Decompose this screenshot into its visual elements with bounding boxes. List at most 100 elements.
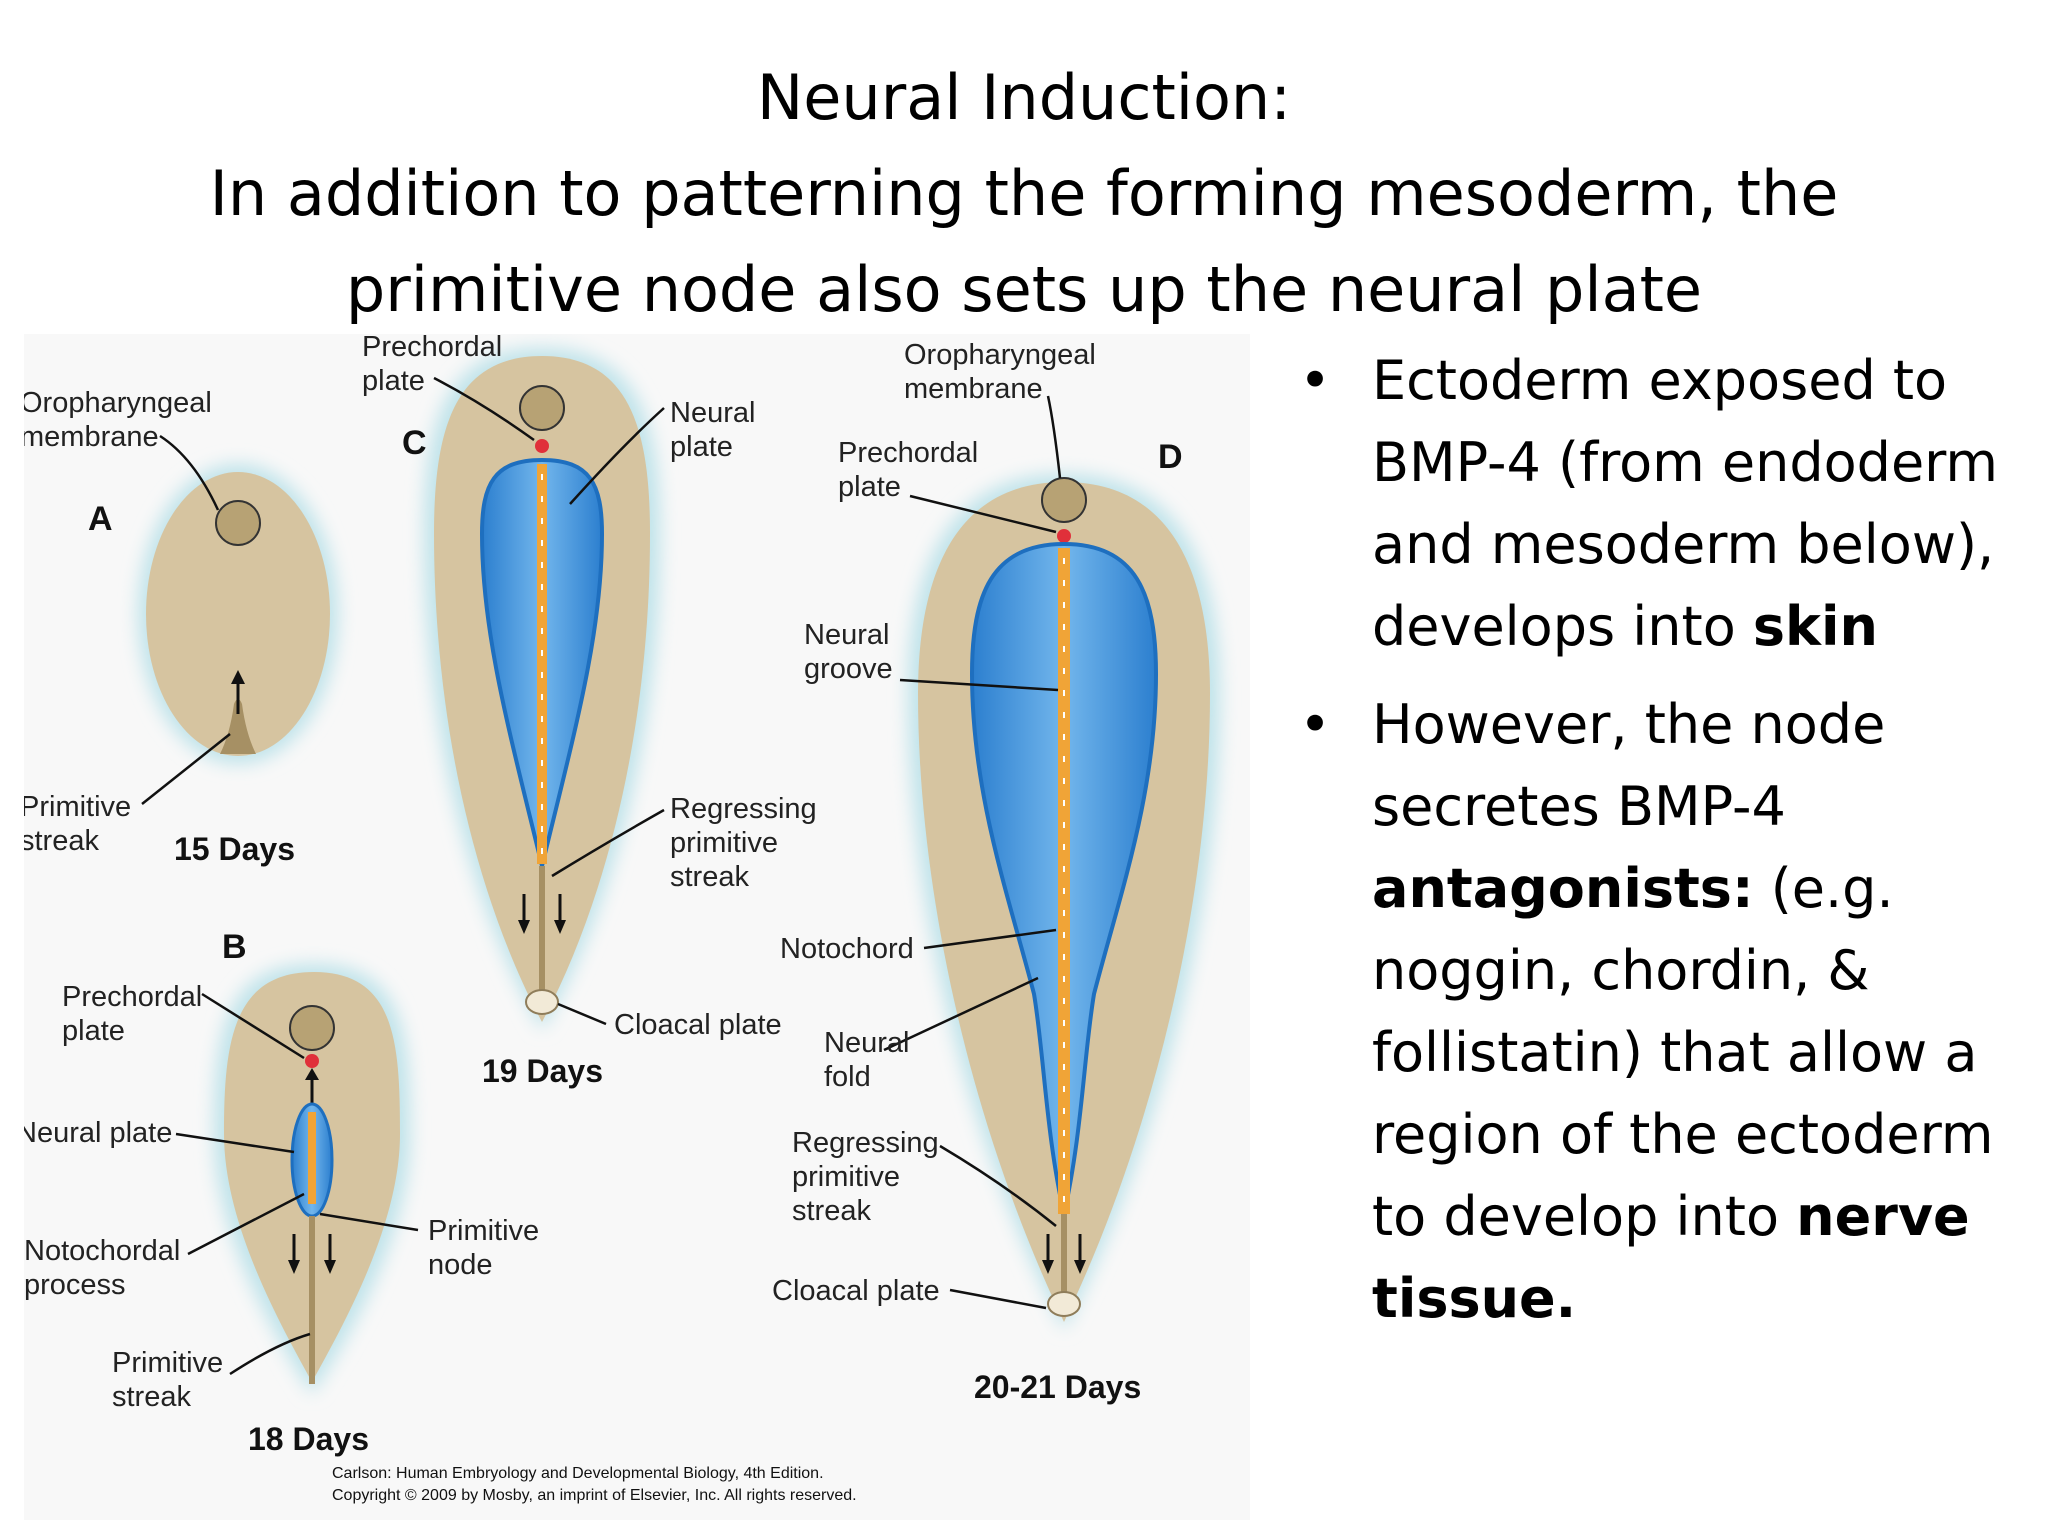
b-node-label-2: node: [428, 1249, 493, 1281]
oropharyngeal-membrane-c: [519, 385, 565, 431]
notochord-c: [537, 464, 547, 864]
age-label-b: 18 Days: [248, 1421, 369, 1457]
oropharyngeal-membrane-a: [215, 500, 261, 546]
a-oropharyngeal-label-1: Oropharyngeal: [24, 387, 212, 419]
d-groove-label-1: Neural: [804, 619, 889, 651]
a-streak-label-2: streak: [24, 825, 99, 857]
panel-label-c: C: [402, 424, 427, 462]
bullet-text: However, the node secretes BMP-4: [1372, 693, 1886, 838]
bullet-dot-icon: •: [1299, 693, 1331, 756]
b-notochordal-label-1: Notochordal: [24, 1235, 180, 1267]
d-notochord-label: Notochord: [780, 933, 914, 965]
bullet-text: (e.g. noggin, chordin, & follistatin) th…: [1372, 857, 1994, 1248]
d-oropharyngeal-label-1: Oropharyngeal: [904, 339, 1096, 371]
cloacal-plate-c: [525, 989, 559, 1015]
prechordal-plate-c: [535, 439, 549, 453]
leader-b-node: [319, 1212, 419, 1232]
panel-label-d: D: [1158, 438, 1183, 476]
arrows-c-down: [522, 894, 562, 924]
b-streak-label-1: Primitive: [112, 1347, 223, 1379]
c-regressing-label-1: Regressing: [670, 793, 817, 825]
figure-credit-line-2: Copyright © 2009 by Mosby, an imprint of…: [332, 1487, 857, 1504]
title-line-3: primitive node also sets up the neural p…: [345, 253, 1703, 326]
bullet-text: Ectoderm exposed to BMP-4 (from endoderm…: [1372, 349, 1999, 658]
bullet-item: • However, the node secretes BMP-4 antago…: [1290, 684, 2048, 1340]
leader-c-neural: [569, 407, 665, 505]
title-line-1: Neural Induction:: [756, 61, 1292, 134]
leader-d-notochord: [923, 928, 1057, 950]
embryo-diagram: Oropharyngeal membrane A Primitive strea…: [24, 334, 1220, 1504]
a-streak-label-1: Primitive: [24, 791, 131, 823]
b-node-label-1: Primitive: [428, 1215, 539, 1247]
slide-title: Neural Induction: In addition to pattern…: [0, 50, 2048, 338]
d-fold-label-1: Neural: [824, 1027, 909, 1059]
b-neural-plate-label: Neural plate: [24, 1117, 172, 1149]
leader-b-streak: [229, 1332, 311, 1376]
bullet-list: • Ectoderm exposed to BMP-4 (from endoder…: [1290, 340, 2048, 1356]
d-regressing-label-2: primitive: [792, 1161, 900, 1193]
cloacal-plate-d: [1047, 1291, 1081, 1317]
title-line-2: In addition to patterning the forming me…: [209, 157, 1839, 230]
neural-induction-figure: Oropharyngeal membrane A Primitive strea…: [24, 334, 1250, 1520]
leader-d-fold: [883, 976, 1039, 1052]
panel-d: Oropharyngeal membrane Prechordal plate …: [772, 339, 1220, 1405]
d-regressing-label-3: streak: [792, 1195, 871, 1227]
panel-c: Prechordal plate C Neural plate Regressi…: [362, 334, 817, 1089]
d-prechordal-label-1: Prechordal: [838, 437, 978, 469]
c-regressing-label-3: streak: [670, 861, 749, 893]
leader-a-oropharyngeal: [159, 434, 220, 511]
b-notochordal-label-2: process: [24, 1269, 126, 1301]
leader-c-regressing: [551, 808, 665, 878]
bullet-bold-text: skin: [1752, 595, 1878, 658]
c-neural-plate-label-2: plate: [670, 431, 733, 463]
arrow-a-head: [231, 670, 245, 684]
d-oropharyngeal-label-2: membrane: [904, 373, 1043, 405]
leader-a-streak: [141, 733, 231, 805]
notochordal-process-b: [308, 1112, 316, 1204]
panel-a: Oropharyngeal membrane A Primitive strea…: [24, 387, 338, 867]
panel-label-a: A: [88, 500, 113, 538]
arrow-b-up-head: [305, 1068, 319, 1080]
b-prechordal-label-1: Prechordal: [62, 981, 202, 1013]
panel-b: B Prechordal plate Neural plate Notochor…: [24, 928, 539, 1457]
d-prechordal-label-2: plate: [838, 471, 901, 503]
age-label-d: 20-21 Days: [974, 1369, 1141, 1405]
arrows-d-down: [1046, 1234, 1082, 1264]
b-streak-label-2: streak: [112, 1381, 191, 1413]
b-prechordal-label-2: plate: [62, 1015, 125, 1047]
panel-label-b: B: [222, 928, 247, 966]
arrows-c-down-heads: [518, 920, 566, 934]
leader-d-groove: [899, 678, 1059, 692]
leader-b-prechordal: [201, 992, 305, 1060]
bullet-item: • Ectoderm exposed to BMP-4 (from endoder…: [1290, 340, 2048, 668]
d-regressing-label-1: Regressing: [792, 1127, 939, 1159]
bullet-bold-text: antagonists:: [1372, 857, 1754, 920]
primitive-streak-a: [220, 699, 256, 754]
arrows-d-down-heads: [1042, 1260, 1086, 1274]
leader-b-neural: [175, 1132, 295, 1154]
arrows-b-down-heads: [288, 1260, 336, 1274]
leader-d-prechordal: [909, 494, 1057, 534]
leader-c-cloacal: [557, 1002, 607, 1026]
age-label-a: 15 Days: [174, 831, 295, 867]
leader-c-prechordal: [433, 376, 535, 442]
c-cloacal-label: Cloacal plate: [614, 1009, 782, 1041]
c-prechordal-label-2: plate: [362, 365, 425, 397]
bullet-bold-text: nerve tissue.: [1372, 1185, 1970, 1330]
age-label-c: 19 Days: [482, 1053, 603, 1089]
d-groove-label-2: groove: [804, 653, 893, 685]
oropharyngeal-membrane-d: [1041, 477, 1087, 523]
leader-d-regressing: [939, 1144, 1057, 1227]
figure-credit-line-1: Carlson: Human Embryology and Developmen…: [332, 1465, 824, 1482]
leader-d-cloacal: [949, 1288, 1047, 1310]
arrows-b-down: [292, 1234, 332, 1264]
c-neural-plate-label-1: Neural: [670, 397, 755, 429]
leader-b-notochordal: [187, 1192, 305, 1256]
oropharyngeal-membrane-b: [289, 1005, 335, 1051]
prechordal-plate-b: [305, 1054, 319, 1068]
bullet-dot-icon: •: [1299, 349, 1331, 412]
d-cloacal-label: Cloacal plate: [772, 1275, 940, 1307]
c-prechordal-label-1: Prechordal: [362, 334, 502, 363]
d-fold-label-2: fold: [824, 1061, 871, 1093]
embryo-a-disc: [146, 472, 330, 756]
